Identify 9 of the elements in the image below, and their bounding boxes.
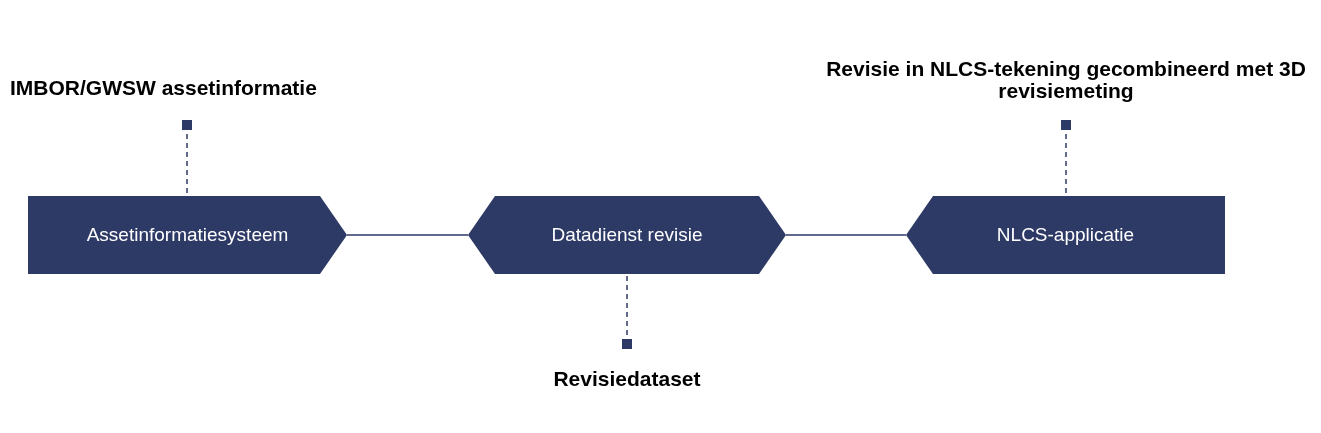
connector-line <box>346 234 469 236</box>
annotation-text: IMBOR/GWSW assetinformatie <box>10 77 390 99</box>
annotation-text: Revisie in NLCS-tekening gecombineerd met 3D revisiemeting <box>826 58 1306 102</box>
process-label: Assetinformatiesysteem <box>86 224 289 246</box>
connector-line <box>785 234 907 236</box>
leader-line <box>622 273 632 349</box>
annotation-text: Revisiedataset <box>527 368 727 390</box>
process-label: Datadienst revisie <box>551 224 703 246</box>
process-label: NLCS-applicatie <box>996 224 1135 246</box>
